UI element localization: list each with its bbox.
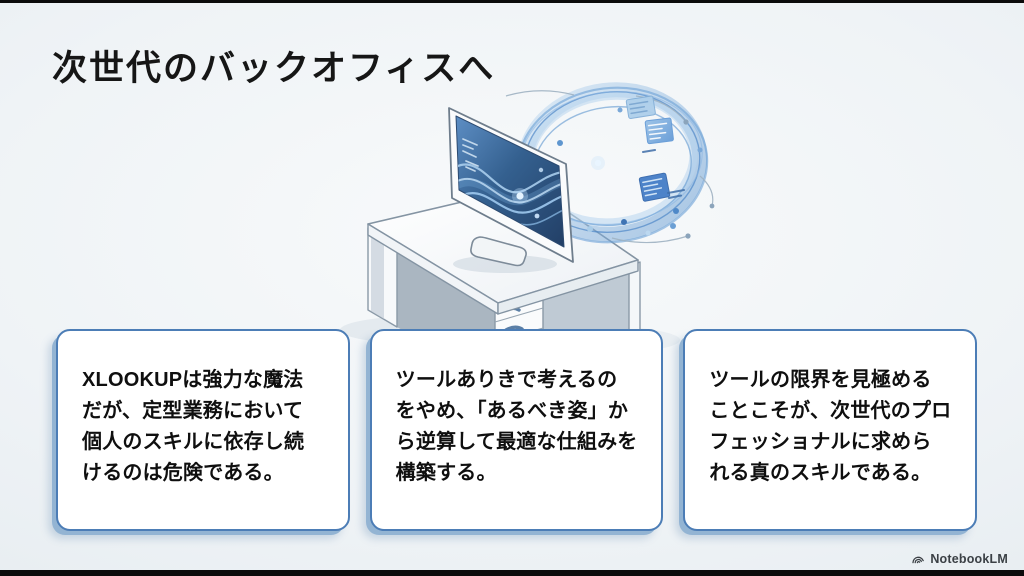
insight-card-1: XLOOKUPは強力な魔法 だが、定型業務において 個人のスキルに依存し続 ける… <box>56 329 350 531</box>
document-icon <box>625 95 656 119</box>
letterbox-bar-top <box>0 0 1024 3</box>
ring-details <box>505 90 715 244</box>
insight-card-3-text: ツールの限界を見極める ことこそが、次世代のプロ フェッショナルに求めら れる真… <box>709 369 952 484</box>
monitor <box>448 107 574 267</box>
notebooklm-logo-icon <box>912 556 925 564</box>
screen-waves <box>456 138 564 226</box>
document-icon <box>644 117 674 145</box>
card-row: XLOOKUPは強力な魔法 だが、定型業務において 個人のスキルに依存し続 ける… <box>56 329 978 531</box>
letterbox-bar-bottom <box>0 570 1024 576</box>
document-icon <box>638 172 671 202</box>
data-ring <box>516 82 709 244</box>
insight-card-1-text: XLOOKUPは強力な魔法 だが、定型業務において 個人のスキルに依存し続 ける… <box>82 369 305 484</box>
insight-card-3: ツールの限界を見極める ことこそが、次世代のプロ フェッショナルに求めら れる真… <box>683 329 978 531</box>
insight-card-2: ツールありきで考えるの をやめ、「あるべき姿」か ら逆算して最適な仕組みを 構築… <box>369 329 664 531</box>
footer-brand-label: NotebookLM <box>930 552 1008 566</box>
slide-title: 次世代のバックオフィスへ <box>52 49 496 88</box>
insight-card-2-text: ツールありきで考えるの をやめ、「あるべき姿」か ら逆算して最適な仕組みを 構築… <box>395 369 638 484</box>
footer-brand: NotebookLM <box>911 552 1008 566</box>
